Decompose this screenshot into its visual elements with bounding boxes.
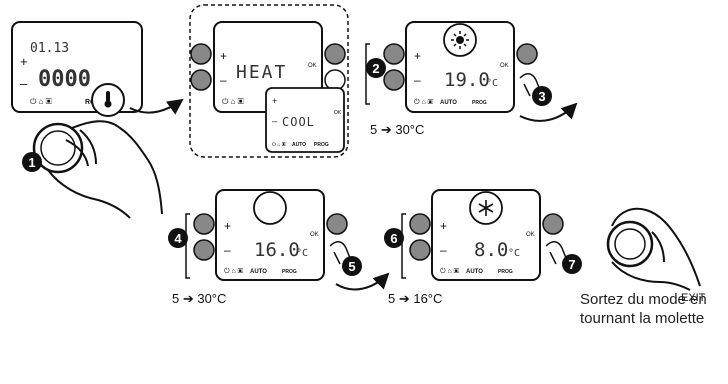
mode-icons-row: ⏻ ⌂ ▣ (222, 97, 244, 106)
hand-icon (519, 73, 541, 97)
exit-label: EXIT (681, 292, 706, 304)
heat-cool-group: + – HEAT OK ⏻ ⌂ ▣ + – COOL OK ⏻ ⌂ ▣ AUTO… (189, 4, 349, 158)
hand-icon (611, 207, 701, 291)
cool-readout: COOL (282, 115, 315, 129)
temp-readout: 8.0 (474, 239, 508, 261)
knob-icon[interactable] (606, 220, 654, 268)
ok-label: OK (526, 232, 535, 238)
ok-button[interactable] (542, 213, 564, 235)
plus-label: + (20, 54, 28, 69)
svg-text:–: – (440, 243, 447, 257)
date-readout: 01.13 (30, 41, 69, 56)
ok-label: OK (308, 63, 317, 69)
hand-icon (47, 120, 163, 219)
bracket (185, 213, 190, 279)
display-panel-3: + – 19.0 °C OK ⏻ ⌂ ▣ AUTO PROG 5 ➔ 30°C (365, 21, 541, 137)
temp-unit: °C (508, 248, 520, 259)
plus-button[interactable] (383, 43, 405, 65)
step-label-5: 5 (348, 259, 355, 274)
temp-readout: 16.0 (254, 239, 300, 261)
hand-icon (545, 241, 567, 265)
svg-text:+: + (220, 49, 227, 63)
flow-arrow-3 (519, 102, 578, 122)
mode-icons-row: ⏻ ⌂ ▣ (440, 267, 460, 275)
mode-icons-row: ⏻ ⌂ ▣ (414, 98, 434, 106)
temp-range: 5 ➔ 30°C (172, 291, 226, 306)
temp-unit: °C (486, 78, 498, 89)
temp-unit: °C (296, 248, 308, 259)
inset-icons-row: ⏻ ⌂ ▣ (272, 142, 286, 148)
prog-label: PROG (282, 269, 297, 275)
step-label-1: 1 (28, 155, 35, 170)
left-button-top[interactable] (190, 43, 212, 65)
svg-text:+: + (224, 219, 231, 233)
hand-icon (329, 241, 351, 265)
display-panel-5: + – 8.0 °C OK ⏻ ⌂ ▣ AUTO PROG 5 ➔ 16°C (388, 189, 567, 306)
dashed-frame (189, 4, 349, 158)
step-label-3: 3 (538, 89, 545, 104)
step-badge-2 (366, 58, 386, 78)
cool-inset (265, 87, 345, 153)
step-badge-3 (532, 86, 552, 106)
flow-arrow-5 (335, 272, 390, 291)
step-badge-6 (384, 228, 404, 248)
step-badge-7 (562, 254, 582, 274)
svg-text:+: + (272, 96, 277, 106)
svg-text:OK: OK (334, 110, 342, 116)
flow-arrow-1 (129, 98, 184, 115)
step-label-4: 4 (174, 231, 182, 246)
instruction-text: Sortez du mode en tournant la molette (580, 291, 707, 327)
ok-label: OK (500, 63, 509, 69)
moon-zoom-circle (253, 191, 287, 225)
svg-text:+: + (440, 219, 447, 233)
plus-button[interactable] (409, 213, 431, 235)
auto-label: AUTO (440, 100, 457, 106)
auto-label: AUTO (292, 142, 306, 148)
minus-button[interactable] (409, 239, 431, 261)
auto-label: AUTO (250, 269, 267, 275)
mode-icons-row: ⏻ ⌂ ▣ (30, 97, 52, 106)
thermometer-icon (104, 91, 112, 108)
temp-range: 5 ➔ 30°C (370, 122, 424, 137)
heat-readout: HEAT (236, 62, 287, 83)
knob-button[interactable] (324, 69, 346, 91)
knob-icon (32, 122, 84, 174)
ok-button[interactable] (516, 43, 538, 65)
step-label-2: 2 (372, 61, 379, 76)
left-button-bottom[interactable] (190, 69, 212, 91)
temp-range: 5 ➔ 16°C (388, 291, 442, 306)
bracket (365, 43, 370, 105)
bracket (401, 213, 406, 279)
prog-label: PROG (498, 269, 513, 275)
step-badge-5 (342, 256, 362, 276)
sun-icon (451, 31, 469, 49)
minus-button[interactable] (383, 69, 405, 91)
ok-label: OK (310, 232, 319, 238)
plus-button[interactable] (193, 213, 215, 235)
snowflake-icon (478, 200, 494, 216)
svg-text:+: + (414, 49, 421, 63)
prog-label: PROG (472, 100, 487, 106)
svg-text:–: – (220, 73, 227, 87)
ok-button[interactable] (324, 43, 346, 65)
minus-button[interactable] (193, 239, 215, 261)
minus-label: – (20, 76, 28, 91)
display-panel-4: + – 16.0 °C OK ⏻ ⌂ ▣ AUTO PROG 5 ➔ 30°C (172, 189, 351, 306)
mode-icons-row: ⏻ ⌂ ▣ (224, 267, 244, 275)
step-label-6: 6 (390, 231, 397, 246)
prog-label: PROG (314, 142, 329, 148)
step-badge-4 (168, 228, 188, 248)
auto-label: AUTO (466, 269, 483, 275)
svg-text:–: – (272, 116, 277, 126)
step-label-7: 7 (568, 257, 575, 272)
temp-readout: 19.0 (444, 69, 490, 91)
step-badge-1 (22, 152, 42, 172)
svg-text:–: – (414, 73, 421, 87)
display-panel-1: 01.13 + – 0000 ⏻ ⌂ ▣ ROG (11, 21, 143, 117)
svg-text:–: – (224, 243, 231, 257)
time-readout: 0000 (38, 67, 91, 92)
ok-button[interactable] (326, 213, 348, 235)
